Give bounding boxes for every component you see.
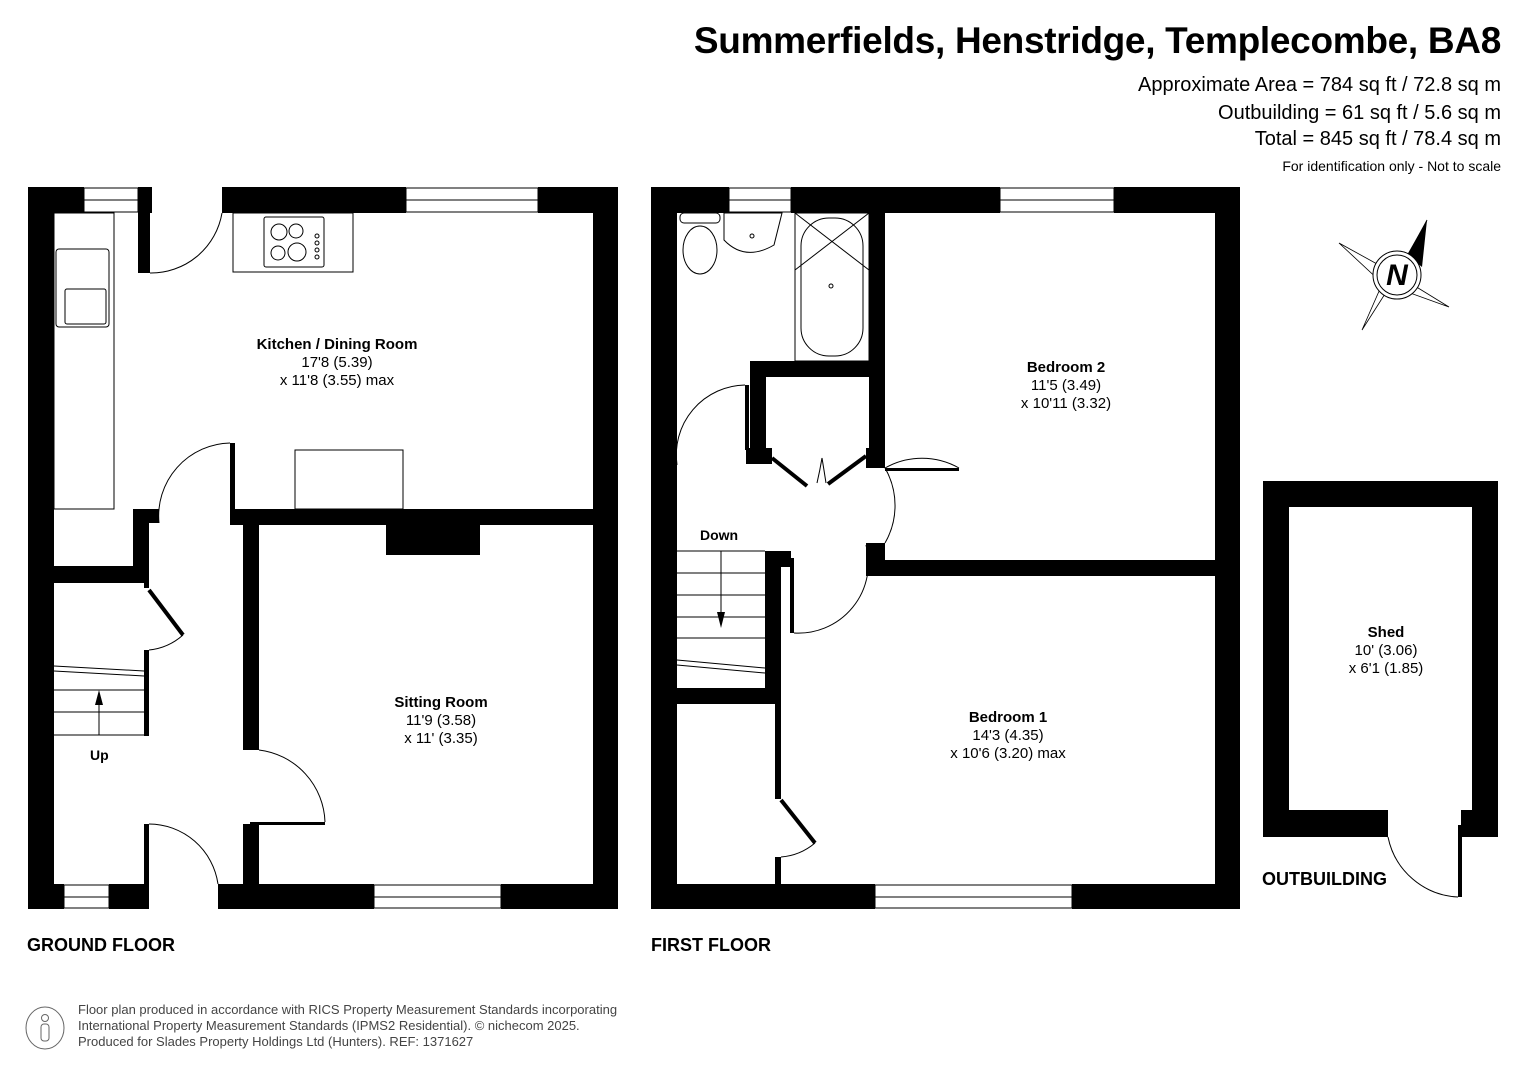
property-address-title: Summerfields, Henstridge, Templecombe, B… bbox=[693, 20, 1501, 61]
outbuilding-label: OUTBUILDING bbox=[1262, 869, 1387, 889]
room-dimension: 17'8 (5.39) bbox=[301, 354, 373, 371]
room-dimension: x 6'1 (1.85) bbox=[1348, 660, 1424, 677]
door-swings bbox=[53, 212, 1459, 898]
room-dimension: x 11'8 (3.55) max bbox=[279, 372, 395, 389]
footer-disclaimer: Floor plan produced in accordance with R… bbox=[78, 1002, 617, 1050]
room-name: Sitting Room bbox=[394, 694, 488, 711]
room-dimension: x 11' (3.35) bbox=[404, 730, 478, 747]
room-dimension: 10' (3.06) bbox=[1354, 642, 1418, 659]
first-floor-label: FIRST FLOOR bbox=[651, 935, 771, 955]
room-dimension: x 10'6 (3.20) max bbox=[950, 745, 1066, 762]
north-compass-icon: N bbox=[1338, 219, 1450, 331]
footer-line: Produced for Slades Property Holdings Lt… bbox=[78, 1034, 474, 1049]
approximate-area: Approximate Area = 784 sq ft / 72.8 sq m bbox=[1138, 74, 1501, 96]
first-floor-walls bbox=[651, 187, 1240, 909]
room-dimension: 11'5 (3.49) bbox=[1030, 377, 1102, 394]
outbuilding-area: Outbuilding = 61 sq ft / 5.6 sq m bbox=[1218, 102, 1501, 124]
footer-line: Floor plan produced in accordance with R… bbox=[78, 1002, 618, 1017]
room-dimension: 14'3 (4.35) bbox=[972, 727, 1044, 744]
room-name: Bedroom 1 bbox=[968, 709, 1048, 726]
ground-floor-walls bbox=[28, 187, 618, 909]
windows bbox=[63, 187, 1115, 909]
door-leaves bbox=[147, 454, 868, 845]
room-name: Bedroom 2 bbox=[1026, 359, 1106, 376]
room-dimension: x 10'11 (3.32) bbox=[1020, 395, 1112, 412]
total-area: Total = 845 sq ft / 78.4 sq m bbox=[1254, 128, 1501, 150]
room-kitchen-dining: Kitchen / Dining Room 17'8 (5.39) x 11'8… bbox=[257, 336, 418, 390]
room-sitting-room: Sitting Room 11'9 (3.58) x 11' (3.35) bbox=[394, 694, 487, 748]
ground-floor-label: GROUND FLOOR bbox=[27, 935, 175, 955]
svg-text:N: N bbox=[1386, 259, 1409, 292]
outbuilding-walls bbox=[1263, 481, 1498, 897]
room-shed: Shed 10' (3.06) x 6'1 (1.85) bbox=[1349, 624, 1424, 678]
room-bedroom-2: Bedroom 2 11'5 (3.49) x 10'11 (3.32) bbox=[1021, 359, 1111, 413]
stairs-up-label: Up bbox=[90, 747, 109, 763]
room-name: Kitchen / Dining Room bbox=[256, 336, 418, 353]
footer-line: International Property Measurement Stand… bbox=[78, 1018, 580, 1033]
room-dimension: 11'9 (3.58) bbox=[405, 712, 477, 729]
scale-disclaimer: For identification only - Not to scale bbox=[1282, 158, 1501, 174]
person-info-icon bbox=[25, 1006, 65, 1050]
room-bedroom-1: Bedroom 1 14'3 (4.35) x 10'6 (3.20) max bbox=[950, 709, 1065, 763]
room-name: Shed bbox=[1367, 624, 1405, 641]
stairs-down-label: Down bbox=[700, 527, 739, 543]
